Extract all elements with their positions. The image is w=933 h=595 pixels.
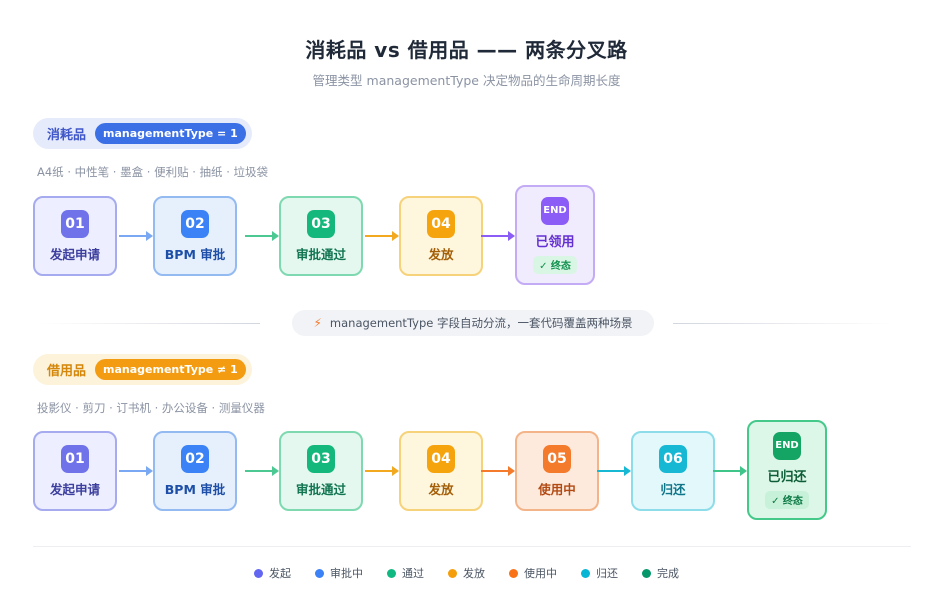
consumable-examples: A4纸 · 中性笔 · 墨盒 · 便利贴 · 抽纸 · 垃圾袋 <box>37 165 269 179</box>
consumable-step-bpm: 02 BPM 审批 <box>153 196 237 276</box>
legend-dot <box>509 568 518 578</box>
step-name: 发放 <box>428 246 454 262</box>
borrowable-step-apply: 01 发起申请 <box>33 431 117 511</box>
legend-item-done: 完成 <box>642 565 679 581</box>
step-number: 02 <box>181 209 209 238</box>
step-number: 01 <box>61 209 89 238</box>
page-title: 消耗品 vs 借用品 —— 两条分叉路 <box>305 38 628 62</box>
flow-arrow <box>481 466 515 476</box>
consumable-step-apply: 01 发起申请 <box>33 196 117 276</box>
legend-label: 使用中 <box>524 567 557 580</box>
legend-label: 审批中 <box>330 567 363 580</box>
step-number: 03 <box>307 209 335 238</box>
legend-label: 归还 <box>596 567 618 580</box>
legend-item-issue: 发放 <box>448 565 485 581</box>
step-name: 使用中 <box>538 481 576 497</box>
consumable-label: 消耗品 <box>47 128 87 143</box>
step-name: 审批通过 <box>295 246 346 262</box>
step-number: 03 <box>307 444 335 473</box>
step-number: 05 <box>543 444 571 473</box>
legend-dot <box>254 568 263 578</box>
consumable-badge: 消耗品 managementType = 1 <box>33 118 252 149</box>
borrowable-step-approved: 03 审批通过 <box>279 431 363 511</box>
final-state-badge: ✓ 终态 <box>765 490 809 509</box>
borrowable-step-end: END 已归还 ✓ 终态 <box>747 420 827 520</box>
borrowable-type-pill: managementType ≠ 1 <box>95 359 246 380</box>
step-name: 发起申请 <box>49 246 100 262</box>
consumable-step-end: END 已领用 ✓ 终态 <box>515 185 595 285</box>
borrowable-label: 借用品 <box>47 364 87 379</box>
flow-arrow <box>245 231 279 241</box>
divider-note-text: managementType 字段自动分流，一套代码覆盖两种场景 <box>329 316 633 330</box>
legend-label: 通过 <box>402 567 424 580</box>
step-name: 归还 <box>660 481 686 497</box>
legend-item-approving: 审批中 <box>315 565 363 581</box>
borrowable-examples: 投影仪 · 剪刀 · 订书机 · 办公设备 · 测量仪器 <box>37 401 265 415</box>
flow-arrow <box>713 466 747 476</box>
flow-arrow <box>365 466 399 476</box>
legend-item-in-use: 使用中 <box>509 565 557 581</box>
flow-arrow <box>119 231 153 241</box>
divider-line <box>673 323 893 324</box>
consumable-step-issue: 04 发放 <box>399 196 483 276</box>
legend-item-return: 归还 <box>581 565 618 581</box>
legend-dot <box>581 568 590 578</box>
flow-arrow <box>597 466 631 476</box>
end-icon: END <box>541 196 569 225</box>
legend-dot <box>448 568 457 578</box>
legend-item-apply: 发起 <box>254 565 291 581</box>
legend-separator <box>33 546 911 547</box>
divider-line <box>40 323 260 324</box>
step-name: 审批通过 <box>295 481 346 497</box>
end-icon: END <box>773 431 801 460</box>
legend-dot <box>387 568 396 578</box>
legend: 发起 审批中 通过 发放 使用中 归还 完成 <box>0 565 933 581</box>
step-name: BPM 审批 <box>164 481 226 497</box>
borrowable-step-issue: 04 发放 <box>399 431 483 511</box>
step-number: 06 <box>659 444 687 473</box>
legend-label: 发起 <box>269 567 291 580</box>
page-subtitle: 管理类型 managementType 决定物品的生命周期长度 <box>312 73 621 88</box>
flow-arrow <box>119 466 153 476</box>
step-number: 02 <box>181 444 209 473</box>
legend-label: 发放 <box>463 567 485 580</box>
flow-arrow <box>481 231 515 241</box>
lightning-icon: ⚡ <box>313 316 322 330</box>
borrowable-step-in-use: 05 使用中 <box>515 431 599 511</box>
step-number: 01 <box>61 444 89 473</box>
borrowable-step-bpm: 02 BPM 审批 <box>153 431 237 511</box>
consumable-step-approved: 03 审批通过 <box>279 196 363 276</box>
final-state-badge: ✓ 终态 <box>533 255 577 274</box>
legend-label: 完成 <box>657 567 679 580</box>
legend-item-approved: 通过 <box>387 565 424 581</box>
borrowable-badge: 借用品 managementType ≠ 1 <box>33 354 252 385</box>
flow-arrow <box>365 231 399 241</box>
step-name: 已领用 <box>535 234 575 250</box>
divider-note: ⚡ managementType 字段自动分流，一套代码覆盖两种场景 <box>292 310 654 336</box>
step-name: 发放 <box>428 481 454 497</box>
step-name: 发起申请 <box>49 481 100 497</box>
borrowable-step-return: 06 归还 <box>631 431 715 511</box>
branch-divider: ⚡ managementType 字段自动分流，一套代码覆盖两种场景 <box>0 310 933 338</box>
consumable-type-pill: managementType = 1 <box>95 123 246 144</box>
step-name: 已归还 <box>767 469 807 485</box>
step-number: 04 <box>427 444 455 473</box>
legend-dot <box>642 568 651 578</box>
flow-arrow <box>245 466 279 476</box>
step-number: 04 <box>427 209 455 238</box>
step-name: BPM 审批 <box>164 246 226 262</box>
legend-dot <box>315 568 324 578</box>
